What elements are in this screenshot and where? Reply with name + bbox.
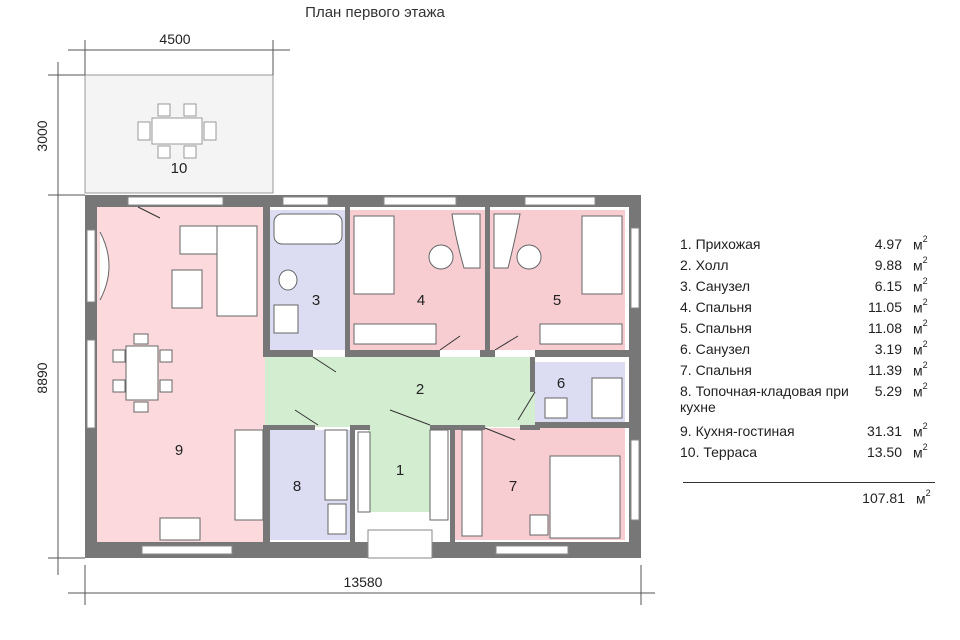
bedroom-4-furniture xyxy=(353,213,481,345)
legend-unit: м2 xyxy=(913,442,928,461)
legend-row: 10. Терраса 13.50 м2 xyxy=(680,442,945,465)
legend-row: 8. Топочная-кладовая при кухне 5.29 м2 xyxy=(680,381,945,423)
room-number-7: 7 xyxy=(509,478,517,495)
legend-row: 2. Холл 9.88 м2 xyxy=(680,255,945,278)
bath-3-fixtures xyxy=(273,213,343,334)
room-number-9: 9 xyxy=(175,442,183,459)
dim-terrace-depth: 3000 xyxy=(34,120,50,151)
dimension-lines xyxy=(48,40,655,605)
legend-value: 31.31 xyxy=(866,423,902,439)
room-number-10: 10 xyxy=(171,160,188,177)
legend-value: 9.88 xyxy=(874,257,902,273)
legend-label: 2. Холл xyxy=(680,257,729,273)
legend-divider xyxy=(683,482,935,483)
legend-value: 3.19 xyxy=(874,341,902,357)
total-value: 107.81 xyxy=(862,490,905,506)
room-number-8: 8 xyxy=(293,478,301,495)
legend-row: 5. Спальня 11.08 м2 xyxy=(680,318,945,341)
legend-value: 5.29 xyxy=(874,383,902,399)
legend-row: 4. Спальня 11.05 м2 xyxy=(680,297,945,320)
legend-label: 9. Кухня-гостиная xyxy=(680,423,795,439)
legend-value: 11.08 xyxy=(868,320,902,336)
legend-label: 1. Прихожая xyxy=(680,236,761,252)
room-number-4: 4 xyxy=(417,292,425,309)
legend-label: 3. Санузел xyxy=(680,278,751,294)
legend-row: 9. Кухня-гостиная 31.31 м2 xyxy=(680,421,945,444)
legend-unit: м2 xyxy=(913,318,928,337)
bedroom-5-furniture xyxy=(493,213,623,345)
legend-unit: м2 xyxy=(913,381,928,400)
legend-row: 7. Спальня 11.39 м2 xyxy=(680,360,945,383)
legend-label: 6. Санузел xyxy=(680,341,751,357)
legend-label: 7. Спальня xyxy=(680,362,752,378)
room-number-3: 3 xyxy=(312,292,320,309)
legend-label: 4. Спальня xyxy=(680,299,752,315)
legend-unit: м2 xyxy=(913,255,928,274)
legend-row: 3. Санузел 6.15 м2 xyxy=(680,276,945,299)
legend-unit: м2 xyxy=(913,234,928,253)
room-8-fixtures xyxy=(324,429,449,535)
legend-unit: м2 xyxy=(913,421,928,440)
legend-value: 13.50 xyxy=(866,444,902,460)
legend-label: 5. Спальня xyxy=(680,320,752,336)
legend-unit: м2 xyxy=(913,297,928,316)
windows xyxy=(86,196,640,555)
legend-row: 1. Прихожая 4.97 м2 xyxy=(680,234,945,257)
legend-value: 6.15 xyxy=(874,278,902,294)
total-unit: м2 xyxy=(916,488,931,507)
room-2-fill xyxy=(265,357,535,427)
dim-terrace-width: 4500 xyxy=(159,31,190,47)
entry-step xyxy=(367,529,433,559)
legend-label: 10. Терраса xyxy=(680,444,758,460)
bath-6-fixtures xyxy=(544,377,623,419)
legend-label: 8. Топочная-кладовая при кухне xyxy=(680,383,849,415)
room-number-1: 1 xyxy=(396,462,404,479)
plan-title: План первого этажа xyxy=(305,4,445,21)
kitchen-furniture xyxy=(99,225,264,541)
legend-unit: м2 xyxy=(913,360,928,379)
legend-unit: м2 xyxy=(913,276,928,295)
room-area-legend: 1. Прихожая 4.97 м2 2. Холл 9.88 м2 3. С… xyxy=(680,234,945,465)
legend-value: 4.97 xyxy=(874,236,902,252)
room-number-2: 2 xyxy=(416,381,424,398)
legend-row: 6. Санузел 3.19 м2 xyxy=(680,339,945,362)
legend-value: 11.39 xyxy=(868,362,902,378)
dim-house-depth: 8890 xyxy=(34,362,50,393)
interior-walls xyxy=(263,207,629,542)
bedroom-7-furniture xyxy=(461,429,621,539)
terrace xyxy=(84,74,274,194)
dim-house-width: 13580 xyxy=(344,574,383,590)
legend-value: 11.05 xyxy=(868,299,902,315)
room-number-6: 6 xyxy=(557,375,565,392)
room-number-5: 5 xyxy=(553,292,561,309)
room-1-fill xyxy=(368,427,432,512)
legend-unit: м2 xyxy=(913,339,928,358)
